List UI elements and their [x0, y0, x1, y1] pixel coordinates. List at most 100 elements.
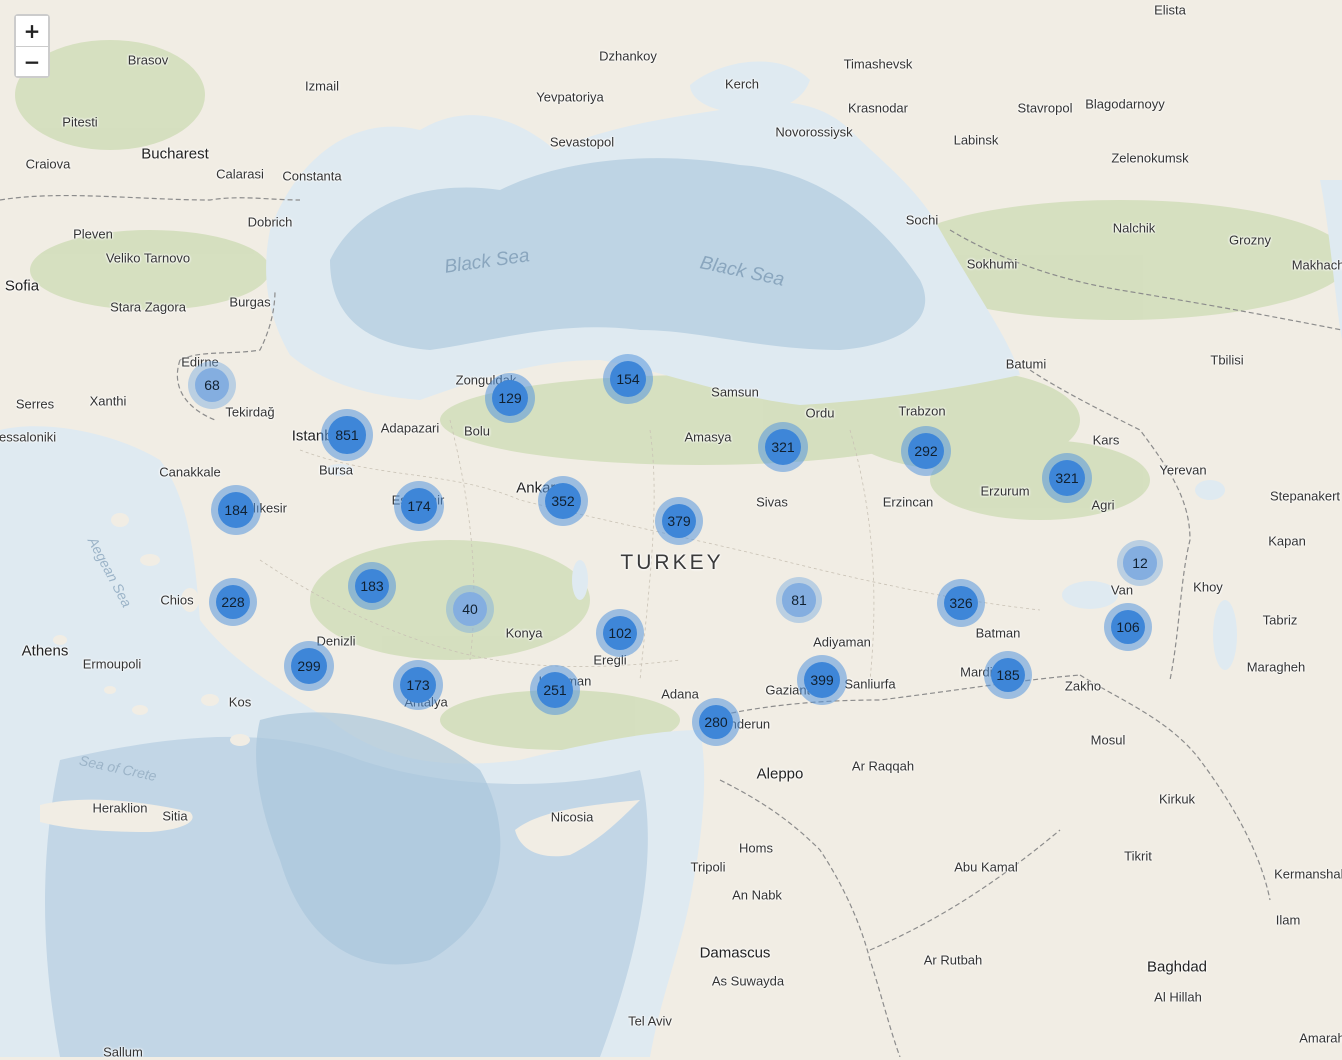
country-label: TURKEY: [620, 551, 724, 574]
city-label: Erzincan: [882, 494, 934, 510]
city-label: Samsun: [711, 384, 759, 400]
cluster-count: 321: [765, 429, 801, 465]
cluster-count: 352: [545, 483, 581, 519]
city-label: Thessaloniki: [0, 429, 57, 445]
city-label: Tel Aviv: [628, 1013, 672, 1029]
marker-cluster[interactable]: 280: [692, 698, 740, 746]
city-label: Edirne: [181, 354, 219, 370]
cluster-count: 185: [990, 657, 1026, 693]
marker-cluster[interactable]: 102: [596, 609, 644, 657]
marker-cluster[interactable]: 379: [655, 497, 703, 545]
city-label: Van: [1110, 582, 1134, 598]
marker-cluster[interactable]: 851: [321, 409, 373, 461]
marker-cluster[interactable]: 106: [1104, 603, 1152, 651]
marker-cluster[interactable]: 68: [188, 361, 236, 409]
city-label: Mosul: [1090, 732, 1126, 748]
marker-cluster[interactable]: 173: [393, 660, 443, 710]
cyprus-island: [515, 800, 640, 857]
city-label: Yerevan: [1159, 462, 1207, 478]
zoom-in-button[interactable]: +: [16, 16, 48, 46]
city-label: Abu Kamal: [954, 859, 1018, 875]
city-label: Yevpatoriya: [536, 89, 604, 105]
cluster-count: 184: [218, 492, 254, 528]
cluster-count: 280: [698, 704, 734, 740]
marker-cluster[interactable]: 185: [984, 651, 1032, 699]
cluster-count: 154: [610, 361, 646, 397]
city-label: Zelenokumsk: [1111, 150, 1189, 166]
city-label: Adiyaman: [813, 634, 871, 650]
cluster-count: 851: [328, 416, 366, 454]
marker-cluster[interactable]: 174: [394, 481, 444, 531]
zoom-control: + −: [14, 14, 50, 78]
marker-cluster[interactable]: 326: [937, 579, 985, 627]
marker-cluster[interactable]: 321: [1042, 453, 1092, 503]
cluster-count: 326: [943, 585, 979, 621]
city-label: Stepanakert: [1269, 488, 1341, 504]
city-label: Chios: [160, 592, 194, 608]
city-label: Trabzon: [898, 403, 946, 419]
city-label: Athens: [21, 642, 69, 660]
city-label: Bucharest: [141, 145, 209, 163]
city-label: Erzurum: [980, 483, 1030, 499]
city-label: Denizli: [316, 633, 356, 649]
city-label: Amasya: [684, 429, 732, 445]
cluster-count: 129: [492, 380, 528, 416]
city-label: Baghdad: [1146, 958, 1208, 976]
marker-cluster[interactable]: 129: [485, 373, 535, 423]
marker-cluster[interactable]: 321: [758, 422, 808, 472]
city-label: Ordu: [805, 405, 835, 421]
marker-cluster[interactable]: 40: [446, 585, 494, 633]
cluster-count: 174: [401, 488, 437, 524]
crete-island: [40, 799, 193, 832]
city-label: Sanliurfa: [844, 676, 896, 692]
marker-cluster[interactable]: 251: [530, 665, 580, 715]
city-label: Agri: [1091, 497, 1115, 513]
cluster-count: 106: [1110, 609, 1146, 645]
city-label: Kapan: [1268, 533, 1306, 549]
marker-cluster[interactable]: 12: [1117, 540, 1163, 586]
marker-cluster[interactable]: 299: [284, 641, 334, 691]
city-label: Dzhankoy: [599, 48, 657, 64]
marker-cluster[interactable]: 184: [211, 485, 261, 535]
city-label: Pleven: [73, 226, 113, 242]
black-sea-deep: [330, 158, 926, 350]
city-label: Sochi: [905, 212, 939, 228]
lakes: [326, 464, 1237, 670]
city-label: Konya: [505, 625, 543, 641]
city-label: Elista: [1154, 2, 1186, 18]
city-label: Novorossiysk: [775, 124, 853, 140]
city-label: Kirkuk: [1158, 791, 1196, 807]
city-label: Serres: [15, 396, 55, 412]
city-label: Calarasi: [216, 166, 264, 182]
city-label: Stavropol: [1017, 100, 1073, 116]
marker-cluster[interactable]: 399: [797, 655, 847, 705]
city-label: Ermoupoli: [82, 656, 142, 672]
marker-cluster[interactable]: 292: [901, 426, 951, 476]
marker-cluster[interactable]: 183: [348, 562, 396, 610]
cluster-count: 12: [1123, 546, 1157, 580]
city-label: Ar Rutbah: [923, 952, 983, 968]
city-label: Sevastopol: [549, 134, 615, 150]
marker-cluster[interactable]: 81: [776, 577, 822, 623]
cluster-count: 251: [537, 672, 573, 708]
cluster-count: 321: [1049, 460, 1085, 496]
city-label: Izmail: [305, 78, 339, 94]
city-label: Tabriz: [1262, 612, 1298, 628]
marker-cluster[interactable]: 352: [538, 476, 588, 526]
zoom-out-button[interactable]: −: [16, 46, 48, 76]
city-label: Kars: [1092, 432, 1120, 448]
city-label: Sitia: [162, 808, 188, 824]
city-label: As Suwayda: [711, 973, 785, 989]
city-label: Tbilisi: [1210, 352, 1244, 368]
city-label: Al Hillah: [1154, 989, 1202, 1005]
city-label: Xanthi: [89, 393, 127, 409]
city-label: Ar Raqqah: [851, 758, 915, 774]
cluster-count: 379: [661, 503, 697, 539]
city-label: Grozny: [1229, 232, 1271, 248]
marker-cluster[interactable]: 228: [209, 578, 257, 626]
city-label: Veliko Tarnovo: [105, 250, 191, 266]
city-label: Maragheh: [1246, 659, 1306, 675]
marker-cluster[interactable]: 154: [603, 354, 653, 404]
